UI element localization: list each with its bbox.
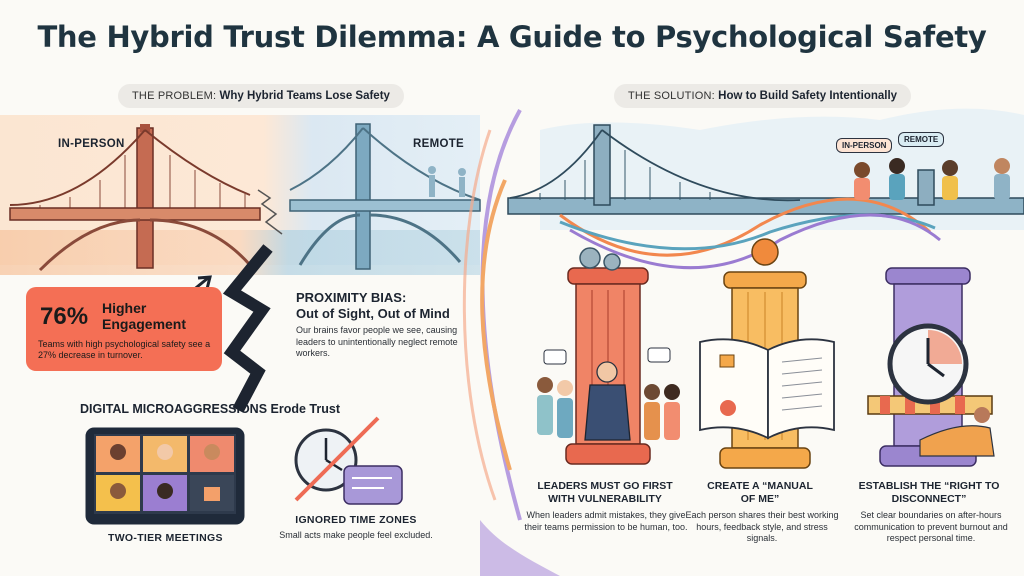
- solution-tag: THE SOLUTION:: [628, 90, 715, 102]
- microaggressions-heading: DIGITAL MICROAGGRESSIONS Erode Trust: [80, 402, 340, 416]
- ignored-timezone-icon: [294, 416, 403, 505]
- in-person-bubble: IN-PERSON: [836, 138, 893, 153]
- card-disconnect-title: ESTABLISH THE “RIGHT TO DISCONNECT”: [858, 480, 1000, 505]
- problem-pill: THE PROBLEM: Why Hybrid Teams Lose Safet…: [118, 84, 404, 108]
- resting-person-illustration: [919, 407, 995, 457]
- solution-pill: THE SOLUTION: How to Build Safety Intent…: [614, 84, 912, 108]
- problem-heading: Why Hybrid Teams Lose Safety: [219, 90, 390, 102]
- hybrid-team-illustration: [854, 158, 1010, 200]
- in-person-bridge-icon: [9, 124, 261, 272]
- stat-description: Teams with high psychological safety see…: [38, 339, 211, 360]
- card-disconnect-desc: Set clear boundaries on after-hours comm…: [854, 510, 1008, 543]
- card-manual-title: CREATE A “MANUAL OF ME”: [707, 480, 813, 505]
- leader-team-illustration: [537, 347, 680, 441]
- card-vulnerability-title: LEADERS MUST GO FIRST WITH VULNERABILITY: [537, 480, 673, 505]
- remote-label: REMOTE: [413, 138, 464, 150]
- bias-description: Our brains favor people we see, causing …: [296, 325, 458, 358]
- clock-icon: [887, 323, 969, 405]
- bias-subtitle: Out of Sight, Out of Mind: [296, 306, 450, 321]
- unified-bridge-icon: [507, 124, 1024, 270]
- manual-book-icon: [699, 338, 835, 440]
- remote-bridge-icon: [289, 123, 481, 270]
- card-vulnerability-desc: When leaders admit mistakes, they give t…: [524, 510, 688, 532]
- solution-heading: How to Build Safety Intentionally: [718, 90, 898, 102]
- crack-icon: [222, 244, 273, 413]
- page-title: The Hybrid Trust Dilemma: A Guide to Psy…: [37, 20, 987, 54]
- engagement-stat-card: 76% Higher Engagement Teams with high ps…: [26, 287, 222, 371]
- timezones-title: IGNORED TIME ZONES: [295, 514, 417, 526]
- video-meeting-grid-icon: [85, 427, 245, 525]
- meetings-label: TWO-TIER MEETINGS: [108, 532, 223, 544]
- stat-value: 76%: [40, 303, 89, 330]
- remote-bubble: REMOTE: [898, 132, 945, 147]
- problem-tag: THE PROBLEM:: [132, 90, 217, 102]
- bias-title: PROXIMITY BIAS:: [296, 290, 407, 305]
- card-manual-desc: Each person shares their best working ho…: [685, 510, 839, 543]
- stat-label: Higher Engagement: [102, 300, 187, 332]
- in-person-label: IN-PERSON: [58, 138, 125, 150]
- timezones-description: Small acts make people feel excluded.: [279, 530, 433, 540]
